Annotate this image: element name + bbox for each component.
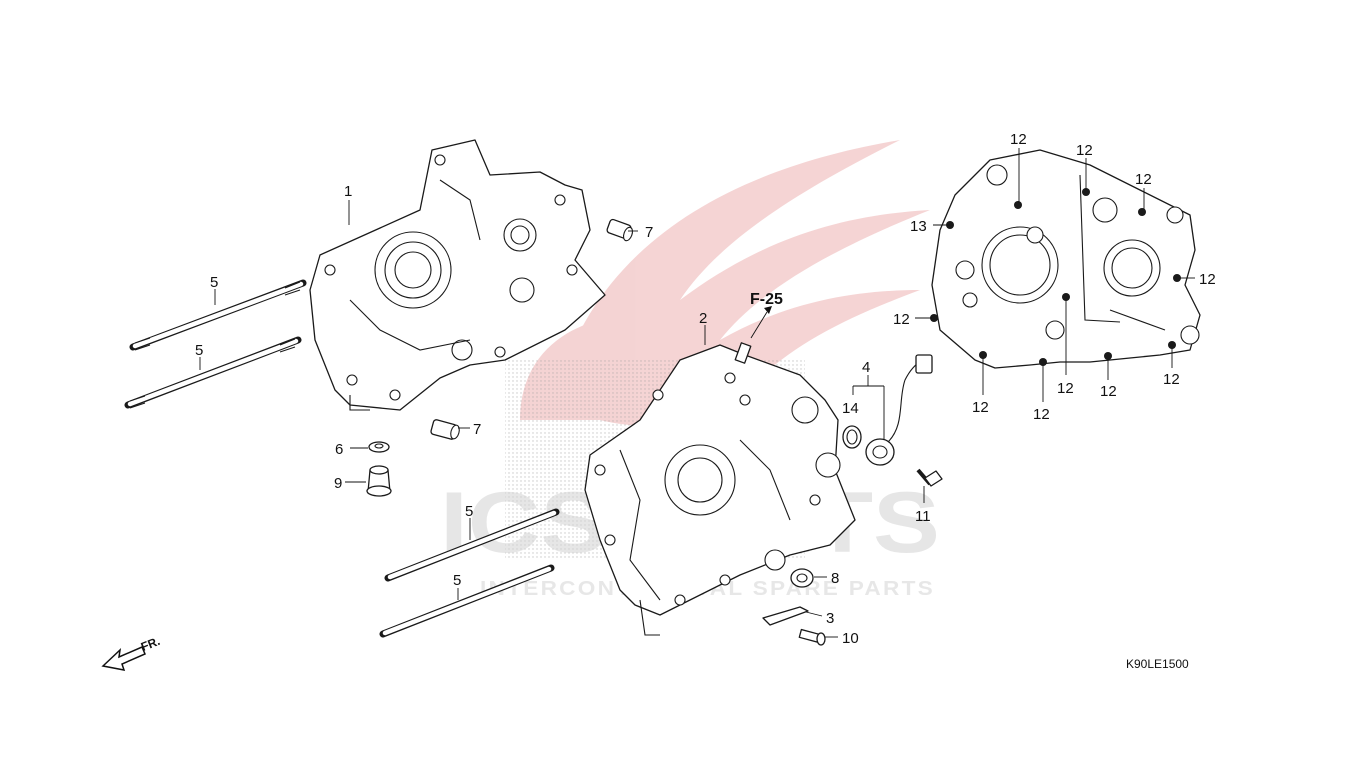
left-crankcase xyxy=(309,139,606,411)
callout-7-lower: 7 xyxy=(473,421,481,438)
callout-13: 13 xyxy=(910,218,927,235)
dowel-pin-lower xyxy=(430,419,460,440)
switch-bolt xyxy=(916,468,943,487)
reference-label: F-25 xyxy=(750,291,783,308)
callout-4: 4 xyxy=(862,359,870,376)
front-direction-label: FR. xyxy=(139,634,162,654)
neutral-switch-assembly xyxy=(865,354,933,466)
callout-12-g: 12 xyxy=(972,399,989,416)
callout-12-h: 12 xyxy=(1033,406,1050,423)
sealing-washer xyxy=(368,441,390,453)
setting-plate xyxy=(762,606,809,626)
callout-6: 6 xyxy=(335,441,343,458)
callout-12-e: 12 xyxy=(893,311,910,328)
callout-12-d: 12 xyxy=(1199,271,1216,288)
drain-bolt xyxy=(366,465,392,497)
flange-bolt-small xyxy=(798,628,826,646)
callout-2: 2 xyxy=(699,310,707,327)
o-ring xyxy=(842,425,862,449)
stud-bolt-upper-left xyxy=(129,279,307,351)
callout-1: 1 xyxy=(344,183,352,200)
dowel-pin-upper xyxy=(606,218,634,242)
callouts: 1 2 3 4 5 5 5 5 6 7 7 8 9 10 11 12 12 12… xyxy=(195,131,1216,647)
right-crankcase xyxy=(584,342,856,636)
callout-5-upper-right: 5 xyxy=(465,503,473,520)
stud-bolt-lower-left xyxy=(124,336,302,409)
stud-bolt-lower-right xyxy=(379,564,555,638)
crankcase-gasket xyxy=(930,149,1201,369)
callout-7-upper: 7 xyxy=(645,224,653,241)
callout-12-i: 12 xyxy=(1100,383,1117,400)
callout-11: 11 xyxy=(915,508,931,525)
callout-12-c: 12 xyxy=(1135,171,1152,188)
diagram-code: K90LE1500 xyxy=(1126,657,1189,671)
stud-bolt-upper-right xyxy=(384,508,560,582)
callout-12-b: 12 xyxy=(1076,142,1093,159)
front-direction-indicator: FR. xyxy=(101,634,162,671)
callout-5-lower-right: 5 xyxy=(453,572,461,589)
oil-seal xyxy=(790,568,814,588)
callout-3: 3 xyxy=(826,610,834,627)
callout-9: 9 xyxy=(334,475,342,492)
callout-12-j: 12 xyxy=(1163,371,1180,388)
callout-8: 8 xyxy=(831,570,839,587)
callout-10: 10 xyxy=(842,630,859,647)
callout-12-f: 12 xyxy=(1057,380,1074,397)
front-arrow-icon xyxy=(101,646,146,671)
callout-5-lower-left: 5 xyxy=(195,342,203,359)
callout-5-upper-left: 5 xyxy=(210,274,218,291)
callout-14: 14 xyxy=(842,400,859,417)
leader-lines xyxy=(199,148,1195,638)
callout-12-a: 12 xyxy=(1010,131,1027,148)
